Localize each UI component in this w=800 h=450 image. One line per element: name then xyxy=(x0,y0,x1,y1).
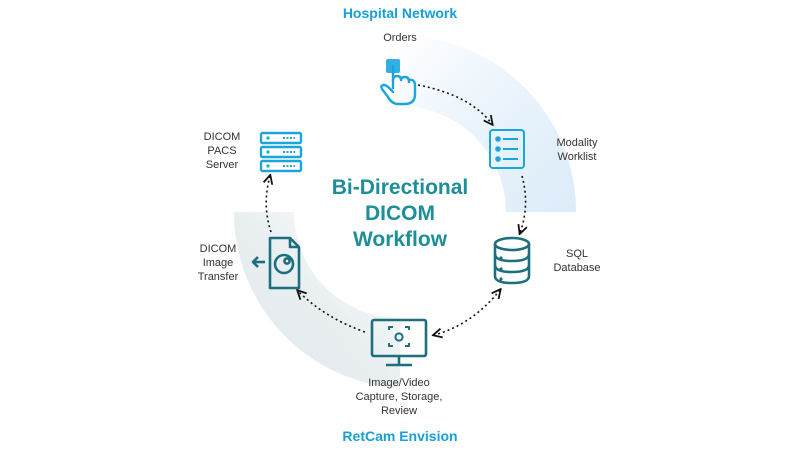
capture-label: Image/Video Capture, Storage, Review xyxy=(355,377,443,417)
bottom-region-title: RetCam Envision xyxy=(342,428,458,444)
orders-label: Orders xyxy=(383,32,417,44)
connector-arrows xyxy=(266,84,525,335)
monitor-camera-icon xyxy=(370,318,428,367)
transfer-label: DICOM Image Transfer xyxy=(197,243,239,283)
worklist-label: Modality Worklist xyxy=(556,137,598,163)
center-disc xyxy=(294,106,506,318)
center-title: Bi-Directional DICOM Workflow xyxy=(331,176,469,251)
sql-label: SQL Database xyxy=(553,248,601,274)
server-icon xyxy=(259,131,303,173)
arrow-capture-to-transfer xyxy=(298,291,366,333)
worklist-icon xyxy=(489,129,525,169)
pacs-label: DICOM PACS Server xyxy=(203,131,241,171)
retcam-envision-ring xyxy=(233,212,400,388)
top-region-title: Hospital Network xyxy=(342,5,458,21)
database-icon xyxy=(493,236,531,285)
hand-pointer-icon xyxy=(380,59,417,106)
arrow-transfer-to-pacs xyxy=(266,176,271,233)
image-file-icon xyxy=(251,236,301,290)
